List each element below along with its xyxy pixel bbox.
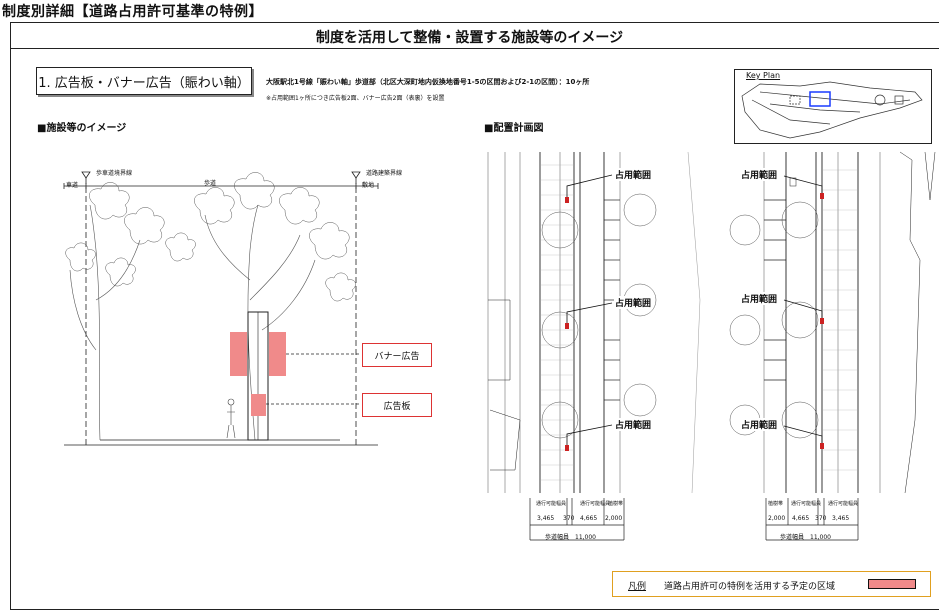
width-col-label: 通行可能幅員 (580, 501, 611, 507)
key-plan-title: Key Plan (746, 71, 781, 80)
width-value: 4,665 (792, 515, 810, 522)
width-value: 370 (563, 515, 575, 522)
width-col-label: 通行可能幅員 (536, 501, 567, 507)
occupancy-label: 占用範囲 (614, 418, 653, 431)
key-plan-box (734, 69, 932, 144)
boundary-left-label: 歩車道境界線 (96, 170, 133, 177)
legend-title: 凡例 (628, 582, 647, 592)
content-frame (10, 22, 939, 610)
occupancy-label: 占用範囲 (740, 418, 779, 431)
plan-right (729, 151, 936, 494)
plan-right-markers (820, 193, 824, 449)
total-width-label: 歩道幅員 11,000 (545, 534, 596, 541)
width-value: 2,000 (768, 515, 786, 522)
ad-board-text: 広告板 (383, 401, 411, 412)
width-value: 370 (815, 515, 827, 522)
width-col-label: 植樹帯 (768, 501, 784, 507)
width-value: 3,465 (832, 515, 850, 522)
tree-sketches (65, 172, 356, 441)
width-col-label: 通行可能幅員 (828, 501, 859, 507)
banner-ad-label: バナー広告 (362, 343, 432, 367)
section-label: 1. 広告板・バナー広告（賑わい軸） (38, 75, 250, 91)
leader-lines (266, 353, 360, 405)
total-width-label: 歩道幅員 11,000 (780, 534, 831, 541)
plan-section-heading: ■配置計画図 (484, 123, 544, 134)
legend-box (612, 571, 931, 597)
dimension-lines (529, 498, 859, 541)
width-value: 2,000 (605, 515, 623, 522)
ad-board-label: 広告板 (362, 393, 432, 417)
occupancy-label: 占用範囲 (740, 168, 779, 181)
page-title: 制度別詳細【道路占用許可基準の特例】 (2, 4, 263, 20)
site-label: 敷地 (362, 182, 375, 189)
plan-left (487, 151, 701, 494)
pole-structure (226, 311, 286, 441)
occupancy-label: 占用範囲 (740, 292, 779, 305)
width-col-label: 植樹帯 (608, 501, 624, 507)
image-section-heading: ■施設等のイメージ (37, 123, 127, 134)
page-subtitle: 制度を活用して整備・設置する施設等のイメージ (315, 30, 624, 46)
boundary-right-label: 道路建築界線 (366, 170, 403, 177)
legend-text: 道路占用許可の特例を活用する予定の区域 (664, 582, 836, 592)
section-label-box: 1. 広告板・バナー広告（賑わい軸） (36, 67, 252, 95)
width-value: 3,465 (537, 515, 555, 522)
elevation-boundaries (63, 171, 379, 446)
key-plan-map (741, 81, 923, 139)
location-text: 大阪駅北1号線「賑わい軸」歩道部（北区大深町地内仮換地番号1-5の区間および2-… (266, 78, 590, 86)
occupancy-label: 占用範囲 (614, 168, 653, 181)
divider (10, 48, 939, 49)
occupancy-label: 占用範囲 (614, 296, 653, 309)
plan-right-leaders (783, 175, 823, 443)
plan-left-leaders (566, 174, 613, 445)
legend-swatch (868, 579, 916, 589)
width-col-label: 通行可能幅員 (791, 501, 822, 507)
width-value: 4,665 (580, 515, 598, 522)
plan-left-markers (565, 197, 569, 451)
banner-ad-text: バナー広告 (374, 351, 420, 362)
roadway-label: 車道 (66, 182, 79, 189)
sidewalk-label: 歩道 (204, 180, 217, 187)
note-text: ※占用範囲1ヶ所につき広告板2面、バナー広告2面（表裏）を設置 (266, 95, 445, 102)
